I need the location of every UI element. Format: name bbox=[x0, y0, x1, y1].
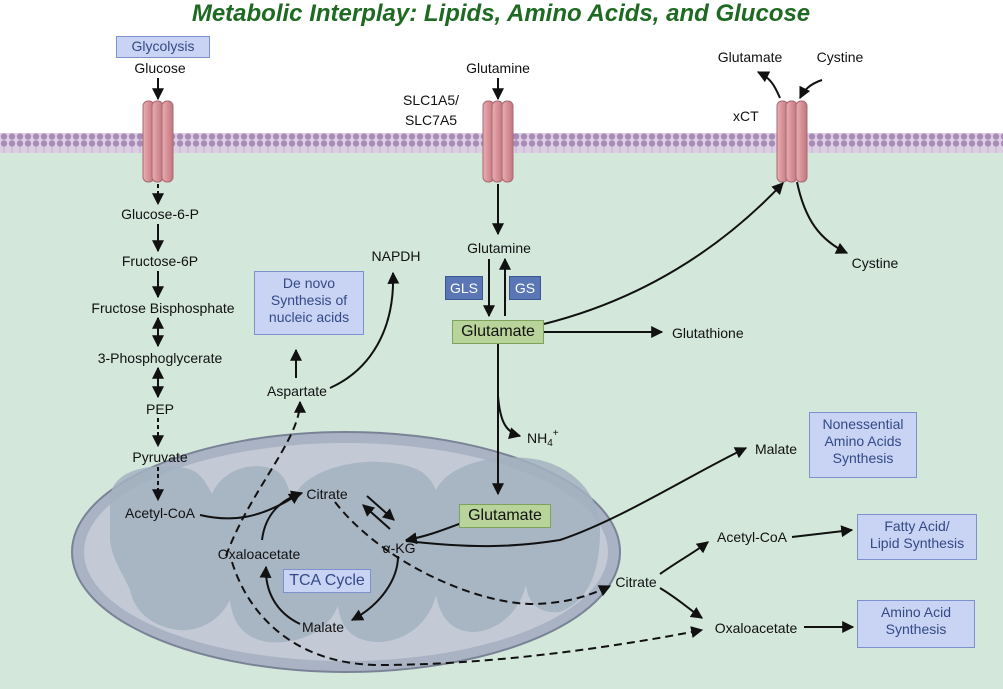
glutamate-mito-box: Glutamate bbox=[459, 504, 551, 528]
xct-label: xCT bbox=[733, 108, 759, 124]
fructose-6p-label: Fructose-6P bbox=[121, 253, 199, 269]
de-novo-line-1: De novo bbox=[282, 275, 336, 291]
pep-label: PEP bbox=[145, 401, 175, 417]
napdh-label: NAPDH bbox=[371, 248, 421, 264]
glycolysis-box: Glycolysis bbox=[116, 36, 210, 58]
amino-acid-line-2: Synthesis bbox=[885, 620, 947, 637]
fructose-bisphosphate-label: Fructose Bisphosphate bbox=[91, 300, 235, 316]
nonessential-amino-acids-box: Nonessential Amino Acids Synthesis bbox=[809, 412, 917, 478]
glutamate-outer-label: Glutamate bbox=[717, 49, 783, 65]
nonessential-line-2: Amino Acids bbox=[824, 432, 902, 449]
slc-line-2: SLC7A5 bbox=[404, 111, 458, 128]
fatty-acid-synthesis-box: Fatty Acid/ Lipid Synthesis bbox=[857, 514, 977, 560]
de-novo-line-3: nucleic acids bbox=[268, 308, 350, 325]
amino-acid-synthesis-box: Amino Acid Synthesis bbox=[857, 600, 975, 648]
fatty-acid-line-1: Fatty Acid/ bbox=[884, 518, 950, 534]
glutamate-cytoplasm-box: Glutamate bbox=[452, 320, 544, 344]
glucose-label: Glucose bbox=[134, 60, 186, 76]
page-title: Metabolic Interplay: Lipids, Amino Acids… bbox=[191, 0, 811, 27]
glutamine-inner-label: Glutamine bbox=[467, 240, 531, 256]
slc-line-1: SLC1A5/ bbox=[403, 92, 460, 108]
xct-transporter bbox=[776, 100, 808, 183]
ammonium-text: NH bbox=[527, 430, 548, 446]
gls-enzyme-box: GLS bbox=[445, 276, 483, 300]
nonessential-line-3: Synthesis bbox=[832, 449, 894, 466]
cystine-inner-label: Cystine bbox=[851, 255, 899, 271]
fatty-acid-line-2: Lipid Synthesis bbox=[869, 534, 965, 551]
mitochondrion bbox=[71, 431, 621, 673]
slc1a5-transporter bbox=[482, 100, 514, 183]
pyruvate-label: Pyruvate bbox=[132, 449, 188, 465]
malate-mito-label: Malate bbox=[301, 619, 345, 635]
aspartate-label: Aspartate bbox=[267, 383, 327, 399]
glutamine-outer-label: Glutamine bbox=[466, 60, 530, 76]
phosphoglycerate-label: 3-Phosphoglycerate bbox=[97, 350, 223, 366]
aspartate-arrows bbox=[225, 271, 400, 557]
ammonium-superscript: + bbox=[552, 428, 559, 439]
nonessential-line-1: Nonessential bbox=[822, 416, 904, 432]
oxaloacetate-mito-label: Oxaloacetate bbox=[217, 546, 301, 562]
tca-cycle-arrows bbox=[199, 447, 748, 667]
mitochondrial-cristae bbox=[110, 457, 600, 643]
de-novo-line-2: Synthesis of bbox=[270, 291, 348, 308]
glucose-transporter bbox=[142, 100, 174, 183]
amino-acid-line-1: Amino Acid bbox=[880, 604, 952, 620]
cystine-outer-label: Cystine bbox=[816, 49, 864, 65]
glutamine-arrows bbox=[483, 78, 784, 496]
xct-arrows bbox=[756, 71, 849, 254]
acetyl-coa-cyto-label: Acetyl-CoA bbox=[716, 529, 788, 545]
citrate-output-arrows bbox=[659, 525, 855, 633]
citrate-mito-label: Citrate bbox=[306, 486, 348, 502]
malate-cyto-label: Malate bbox=[754, 441, 798, 457]
de-novo-synthesis-box: De novo Synthesis of nucleic acids bbox=[254, 271, 364, 335]
tca-cycle-box: TCA Cycle bbox=[283, 569, 371, 593]
gs-enzyme-box: GS bbox=[509, 276, 541, 300]
citrate-cyto-label: Citrate bbox=[615, 574, 657, 590]
glucose-6-p-label: Glucose-6-P bbox=[121, 206, 199, 222]
slc-transporter-label: SLC1A5/ SLC7A5 bbox=[403, 91, 459, 130]
alpha-kg-label: α-KG bbox=[382, 540, 416, 556]
glutathione-label: Glutathione bbox=[672, 325, 744, 341]
ammonium-label: NH4+ bbox=[527, 428, 559, 450]
acetyl-coa-mito-label: Acetyl-CoA bbox=[124, 505, 196, 521]
oxaloacetate-cyto-label: Oxaloacetate bbox=[714, 620, 798, 636]
ammonium-subscript: 4 bbox=[547, 438, 553, 449]
